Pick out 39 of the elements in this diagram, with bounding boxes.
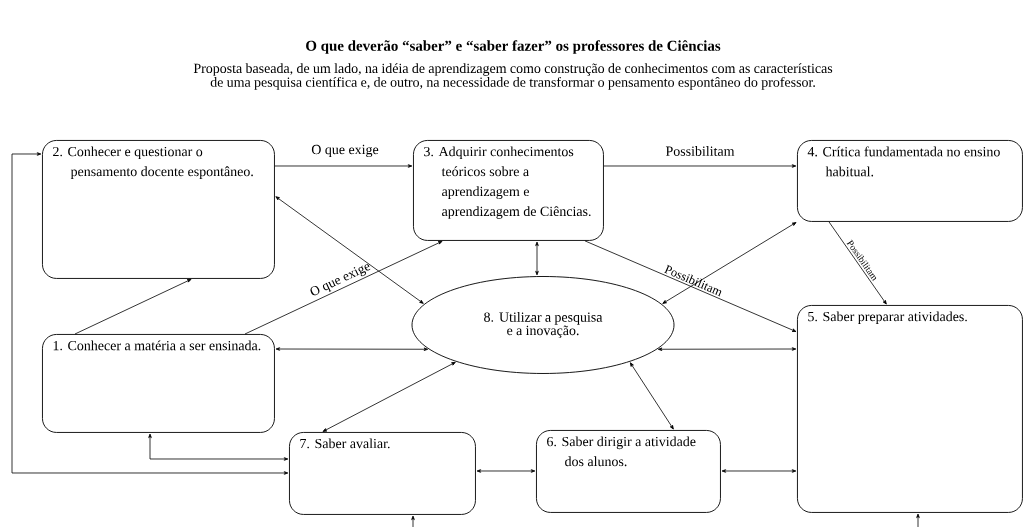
- arrow: [629, 362, 674, 430]
- arrow: [476, 469, 536, 473]
- edge-label: Possibilitam: [665, 146, 735, 156]
- subtitle: Proposta baseada, de um lado, na idéia de aprendizagem como construção de conhecimentos com as características de uma pesquisa científica e, de outro, na necessidade de transformar o pensamento espontâneo do professor.: [193, 63, 833, 90]
- node-text: 3. Adquirir conhecimentos teóricos sobre a aprendizagem e aprendizagem de Ciências.: [424, 146, 591, 219]
- node-text: 7. Saber avaliar.: [300, 438, 390, 449]
- arrow: [916, 513, 920, 527]
- arrow: [584, 240, 797, 332]
- arrow: [244, 241, 443, 335]
- arrow: [411, 515, 415, 527]
- node-text: 2. Conhecer e questionar o pensamento docente espontâneo.: [53, 146, 253, 179]
- arrow: [662, 222, 797, 304]
- arrow: [11, 152, 289, 475]
- edge-label: O que exige: [311, 144, 379, 158]
- title: O que deverão “saber” e “saber fazer” os professores de Ciências: [306, 40, 721, 54]
- process-box: [797, 140, 1023, 222]
- arrow: [603, 164, 797, 168]
- node-text: 8. Utilizar a pesquisa e a inovação.: [484, 312, 603, 338]
- node-text: 4. Crítica fundamentada no ensino habitual.: [807, 146, 1000, 177]
- arrow: [74, 279, 192, 335]
- node-text: 5. Saber preparar atividades.: [808, 311, 967, 325]
- arrow: [274, 164, 413, 168]
- node-text: 6. Saber dirigir a atividade dos alunos.: [547, 436, 696, 467]
- process-box: [42, 140, 275, 279]
- arrow: [148, 433, 289, 461]
- arrow: [322, 361, 456, 432]
- process-box: [289, 432, 476, 515]
- arrow: [828, 221, 887, 305]
- arrow: [275, 196, 424, 304]
- edge-label: O que exige: [310, 264, 371, 296]
- process-box: [797, 305, 1023, 513]
- arrow: [657, 347, 797, 351]
- arrow: [721, 469, 797, 473]
- process-box: [413, 140, 604, 241]
- arrow: [275, 347, 429, 351]
- arrow: [535, 241, 539, 276]
- node-text: 1. Conhecer a matéria a ser ensinada.: [53, 340, 261, 351]
- process-box: [536, 430, 721, 513]
- process-box: [42, 334, 275, 433]
